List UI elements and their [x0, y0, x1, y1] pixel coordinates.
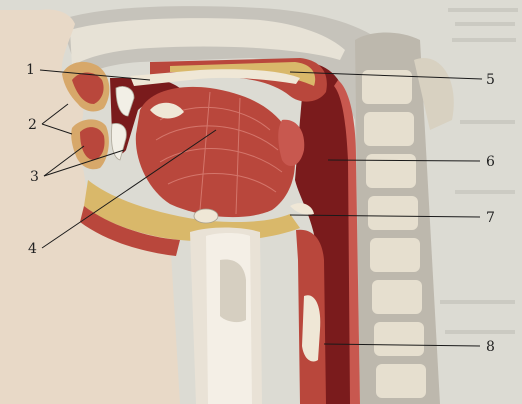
label-4: 4 [28, 241, 37, 257]
label-1: 1 [26, 62, 35, 78]
hyoid-bone [194, 209, 218, 223]
label-6: 6 [486, 154, 495, 170]
label-3: 3 [30, 169, 39, 185]
esophagus-lumen [302, 295, 320, 361]
vocal-fold [220, 260, 246, 323]
label-2: 2 [28, 117, 37, 133]
label-7: 7 [486, 210, 495, 226]
label-5: 5 [486, 72, 495, 88]
label-8: 8 [486, 339, 495, 355]
